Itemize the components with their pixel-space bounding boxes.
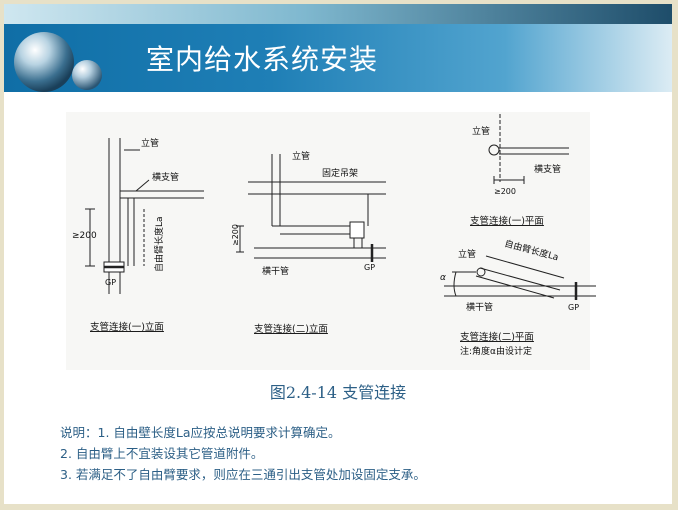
d3-riser-label: 立管 [472, 125, 490, 137]
slide: 室内给水系统安装 立管 横支管 ≥200 自由臂长度La GP 支管连接(一)立… [4, 4, 672, 504]
d4-riser-label: 立管 [458, 248, 476, 260]
d1-title: 支管连接(一)立面 [90, 321, 164, 333]
d2-hanger-label: 固定吊架 [322, 167, 358, 179]
d1-gp-label: GP [105, 278, 116, 287]
d3-branch-label: 横支管 [534, 163, 561, 175]
top-bar [4, 4, 672, 24]
d4-title: 支管连接(二)平面 [460, 331, 534, 343]
d3-200-label: ≥200 [494, 187, 516, 196]
note-line-1: 说明：1. 自由壁长度La应按总说明要求计算确定。 [60, 425, 341, 440]
d3-title: 支管连接(一)平面 [470, 215, 544, 227]
d4-main-label: 横干管 [466, 301, 493, 313]
note-line-3: 3. 若满足不了自由臂要求，则应在三通引出支管处加设固定支承。 [60, 467, 426, 482]
notes-block: 说明：1. 自由壁长度La应按总说明要求计算确定。 2. 自由臂上不宜装设其它管… [60, 422, 426, 485]
d2-title: 支管连接(二)立面 [254, 323, 328, 335]
decorative-orb-small-icon [72, 60, 102, 90]
diagram-plan-1 [488, 114, 569, 184]
d1-arm-label: 自由臂长度La [153, 216, 165, 272]
d1-riser-label: 立管 [141, 137, 159, 149]
diagram-elevation-2 [236, 154, 386, 262]
note-line-2: 2. 自由臂上不宜装设其它管道附件。 [60, 446, 264, 461]
diagram-elevation-1 [85, 138, 204, 294]
decorative-orb-large-icon [14, 32, 74, 92]
d4-alpha-label: α [440, 273, 446, 283]
d2-main-label: 横干管 [262, 265, 289, 277]
d2-200-label: ≥200 [231, 224, 240, 246]
d4-note: 注:角度α由设计定 [460, 345, 532, 357]
d2-riser-label: 立管 [292, 150, 310, 162]
d4-gp-label: GP [568, 303, 579, 312]
diagram-plan-2 [444, 255, 596, 300]
d1-branch-label: 横支管 [152, 171, 179, 183]
d1-200-label: ≥200 [72, 231, 97, 241]
page-title: 室内给水系统安装 [146, 43, 379, 76]
pipe-connection-figure: 立管 横支管 ≥200 自由臂长度La GP 支管连接(一)立面 立管 固定吊架 [66, 112, 596, 370]
header-banner [4, 24, 672, 92]
figure-background [66, 112, 590, 370]
d2-gp-label: GP [364, 263, 375, 272]
figure-caption: 图2.4-14 支管连接 [269, 383, 407, 402]
